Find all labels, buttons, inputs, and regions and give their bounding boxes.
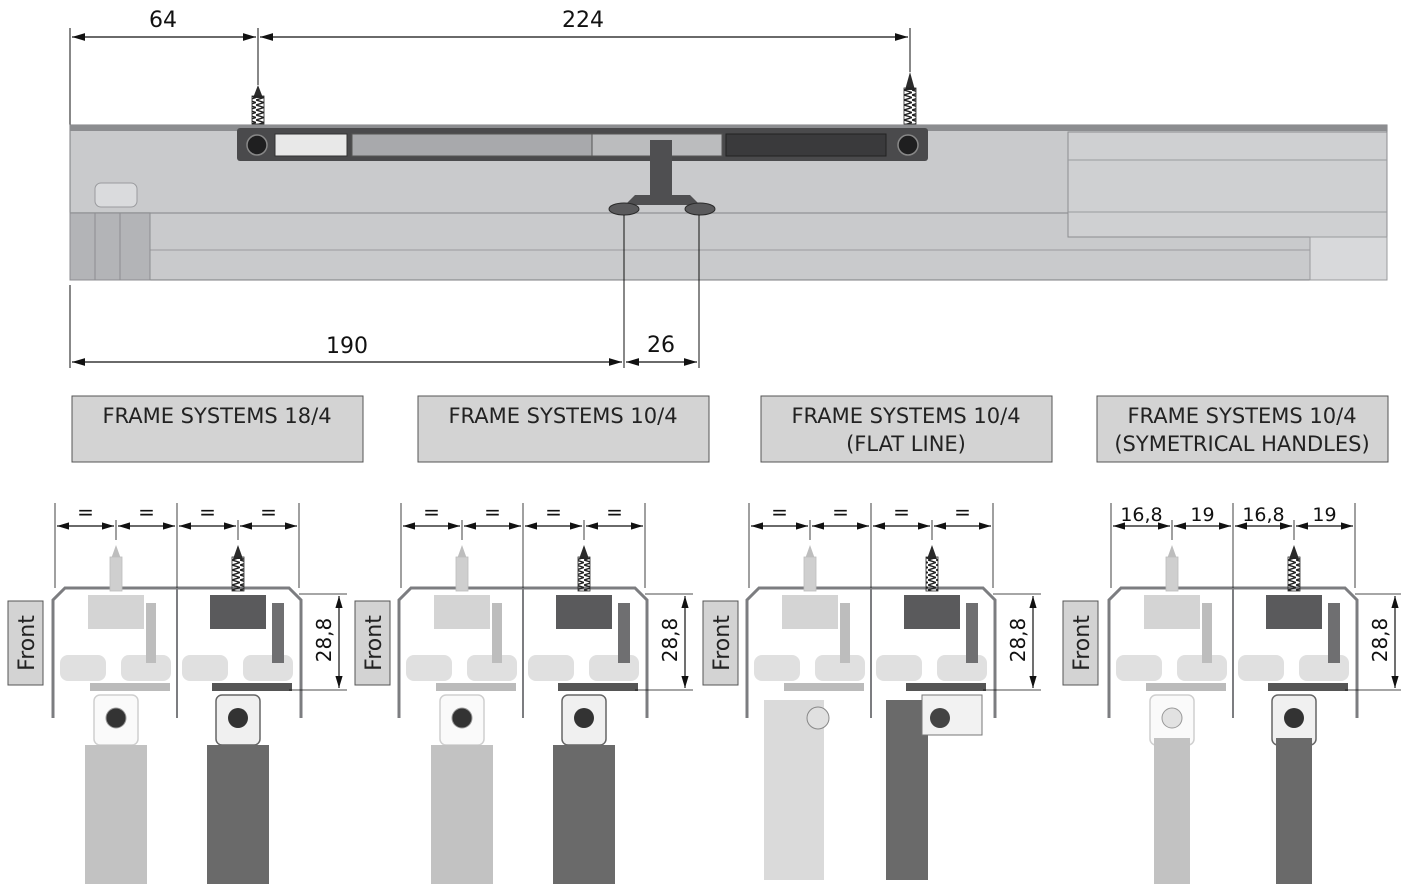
system-label-3-line2: (FLAT LINE) [846, 432, 966, 456]
fixing-screw-light-icon [1161, 707, 1183, 729]
panel-light [85, 745, 147, 884]
damper-block [210, 595, 266, 629]
system-label-2: FRAME SYSTEMS 10/4 [417, 395, 710, 463]
dim-a-left: 16,8 [1120, 504, 1162, 526]
height-dim-text: 28,8 [1368, 618, 1392, 663]
system-label-3-line1: FRAME SYSTEMS 10/4 [791, 404, 1020, 428]
damper-block [904, 595, 960, 629]
connector-screw-right-icon [684, 202, 716, 216]
system-label-1-line1: FRAME SYSTEMS 18/4 [102, 404, 331, 428]
dimension-224: 224 [260, 8, 908, 41]
front-label-text-2: Front [362, 615, 387, 671]
top-assembly-view: 64 224 [69, 8, 1388, 368]
equal-mark-1: = [771, 500, 788, 524]
screw-right-icon [903, 72, 917, 125]
equal-mark-4: = [606, 500, 623, 524]
panel-dark [553, 745, 615, 884]
fixing-screw-light-icon [451, 707, 473, 729]
damper-block [556, 595, 612, 629]
screw-light-icon [803, 556, 817, 592]
screw-light-icon [455, 556, 469, 592]
cross-section-4: Front 16,8 19 16,8 19 28,8 [1062, 503, 1401, 884]
dimension-64: 64 [72, 8, 256, 41]
dimension-26-text: 26 [647, 333, 675, 358]
front-label-2: Front [354, 600, 391, 686]
screw-dark-icon [231, 556, 245, 592]
equal-mark-3: = [893, 500, 910, 524]
panel-dark [1276, 738, 1312, 884]
panel-light [1154, 738, 1190, 884]
panel-light [431, 745, 493, 884]
screw-dark-icon [1287, 556, 1301, 592]
cross-section-3: Front = = = = 28,8 [702, 500, 1041, 880]
system-label-3: FRAME SYSTEMS 10/4 (FLAT LINE) [760, 395, 1053, 463]
fixing-screw-icon [574, 708, 594, 728]
dimension-26: 26 [626, 333, 697, 366]
system-label-1: FRAME SYSTEMS 18/4 [71, 395, 364, 463]
panel-dark [886, 700, 928, 880]
panel-light [764, 700, 824, 880]
screw-dark-icon [925, 556, 939, 592]
front-label-text-4: Front [1070, 615, 1095, 671]
equal-mark-3: = [545, 500, 562, 524]
screw-light-icon [109, 556, 123, 592]
soft-close-mechanism [237, 128, 928, 216]
fixing-screw-icon [1284, 708, 1304, 728]
dimension-64-text: 64 [149, 8, 177, 33]
dimension-190: 190 [72, 334, 622, 366]
equal-mark-4: = [954, 500, 971, 524]
dim-b-right: 19 [1312, 504, 1336, 526]
equal-mark-4: = [260, 500, 277, 524]
screw-head-right-icon [897, 134, 919, 156]
cross-section-1: Front = = = = 28,8 [7, 500, 347, 884]
system-label-2-line1: FRAME SYSTEMS 10/4 [448, 404, 677, 428]
fixing-screw-light-icon [105, 707, 127, 729]
screw-dark-icon [577, 556, 591, 592]
equal-mark-2: = [138, 500, 155, 524]
front-label-4: Front [1062, 600, 1099, 686]
dim-a-right: 16,8 [1242, 504, 1284, 526]
equal-mark-1: = [77, 500, 94, 524]
dim-b-left: 19 [1190, 504, 1214, 526]
fixing-screw-icon [930, 708, 950, 728]
fixing-screw-light-icon [806, 706, 830, 730]
system-label-4-line2: (SYMETRICAL HANDLES) [1114, 432, 1369, 456]
height-dim-text: 28,8 [658, 618, 682, 663]
height-dim-text: 28,8 [312, 618, 336, 663]
system-label-4-line1: FRAME SYSTEMS 10/4 [1127, 404, 1356, 428]
front-label-text-3: Front [710, 615, 735, 671]
panel-dark [207, 745, 269, 884]
cross-section-2: Front = = = = 28,8 [354, 500, 693, 884]
screw-left-icon [251, 85, 265, 125]
dimension-224-text: 224 [562, 8, 604, 33]
connector-screw-left-icon [608, 202, 640, 216]
screw-head-left-icon [246, 134, 268, 156]
dimension-190-text: 190 [326, 334, 368, 359]
damper-block [1266, 595, 1322, 629]
equal-mark-1: = [423, 500, 440, 524]
screw-light-icon [1165, 556, 1179, 592]
system-label-4: FRAME SYSTEMS 10/4 (SYMETRICAL HANDLES) [1096, 395, 1389, 463]
equal-mark-2: = [832, 500, 849, 524]
front-label-1: Front [7, 600, 44, 686]
equal-mark-3: = [199, 500, 216, 524]
equal-mark-2: = [484, 500, 501, 524]
front-label-3: Front [702, 600, 739, 686]
height-dim-text: 28,8 [1006, 618, 1030, 663]
front-label-text-1: Front [15, 615, 40, 671]
fixing-screw-icon [228, 708, 248, 728]
